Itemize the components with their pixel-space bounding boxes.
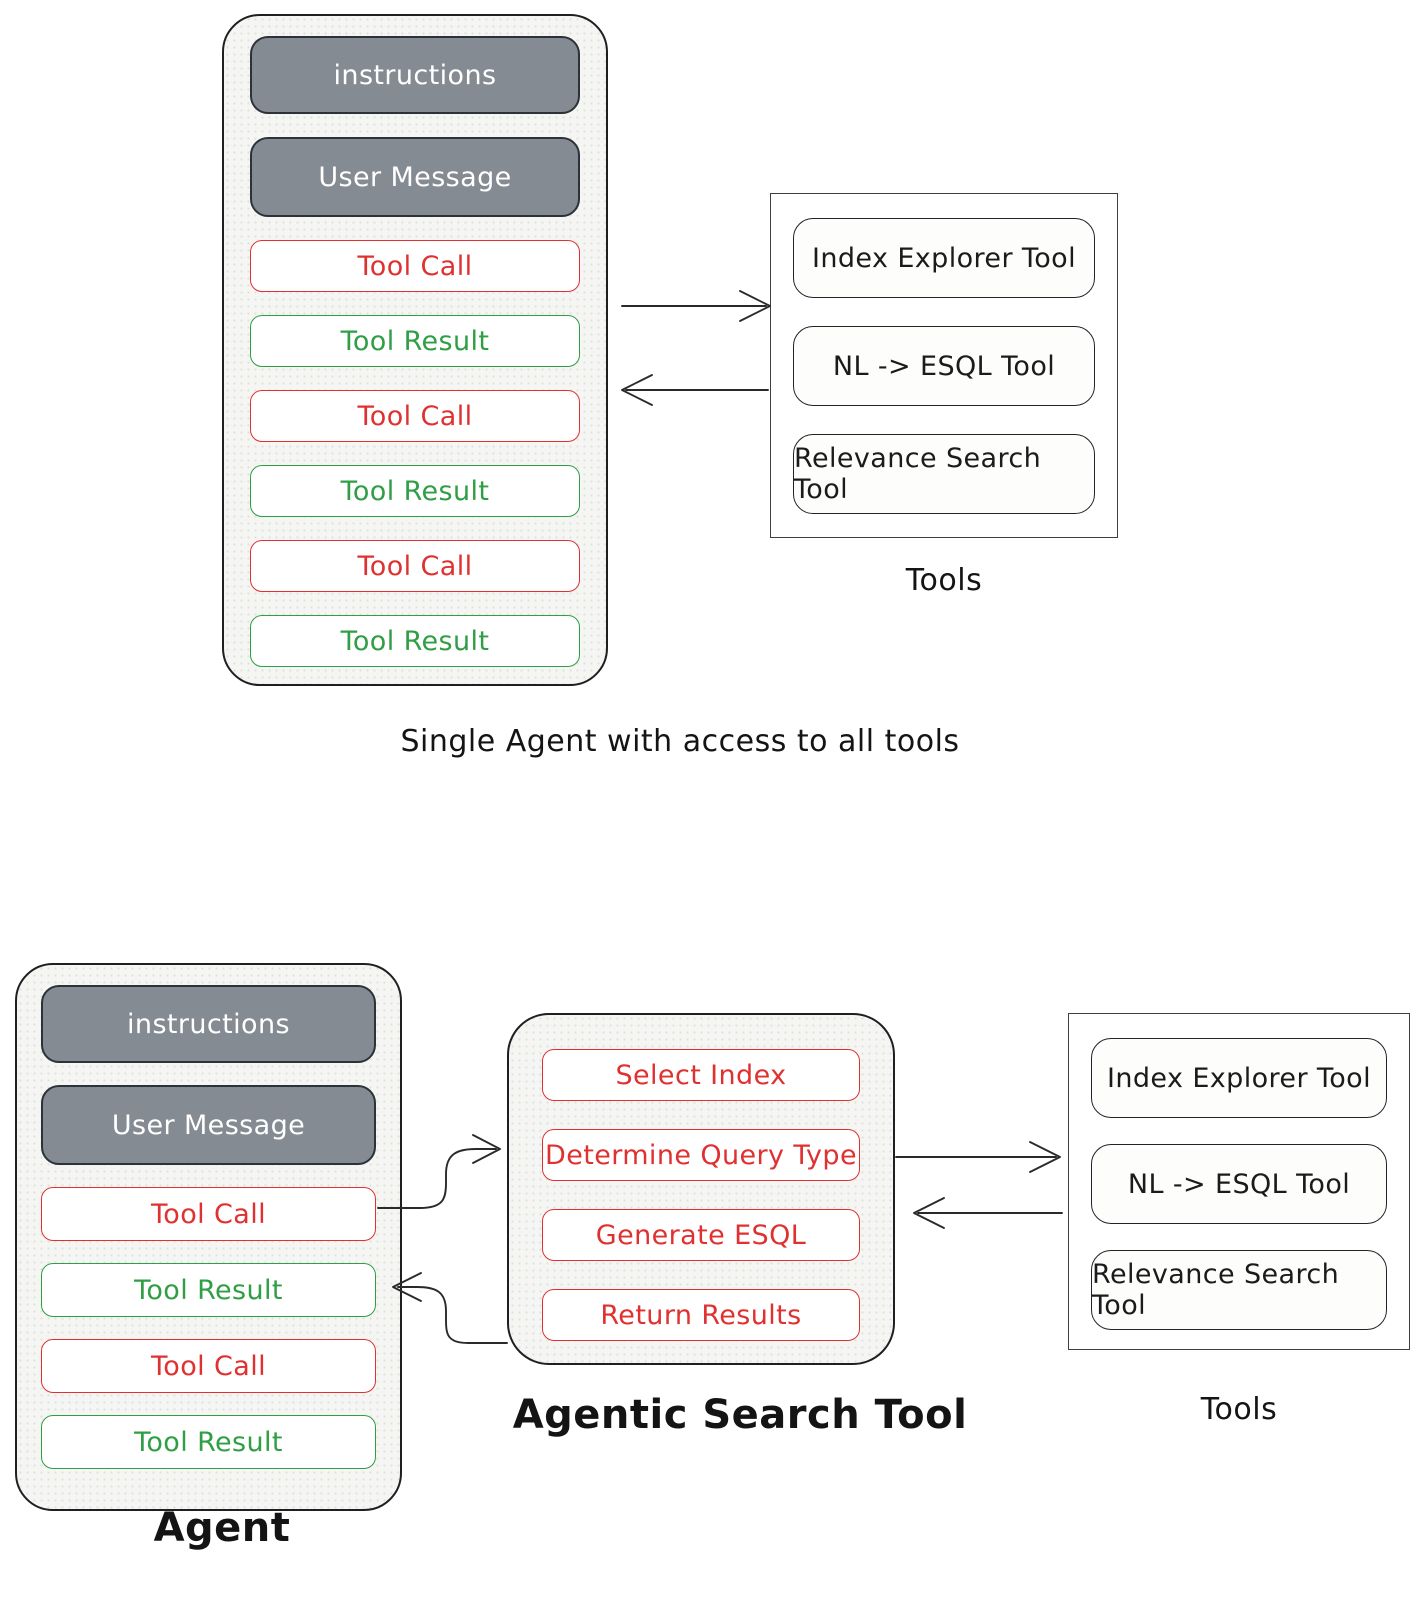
tool-result-box: Tool Result — [41, 1263, 376, 1317]
tool-call-box: Tool Call — [250, 390, 580, 442]
user-message-box: User Message — [41, 1085, 376, 1165]
tool-call-box: Tool Call — [41, 1187, 376, 1241]
agent-container: instructions User Message Tool Call Tool… — [15, 963, 402, 1511]
arrow-agentic-to-agent — [392, 1272, 508, 1344]
step-select-index: Select Index — [542, 1049, 860, 1101]
step-generate-esql: Generate ESQL — [542, 1209, 860, 1261]
arrow-tools-to-agentic — [913, 1197, 1063, 1229]
tool-call-box: Tool Call — [250, 240, 580, 292]
tool-item-relevance-search: Relevance Search Tool — [1091, 1250, 1387, 1330]
single-agent-container: instructions User Message Tool Call Tool… — [222, 14, 608, 686]
tool-result-box: Tool Result — [41, 1415, 376, 1469]
caption-agent: Agent — [153, 1505, 291, 1551]
arrow-agent-to-tools — [621, 290, 771, 322]
caption-single-agent: Single Agent with access to all tools — [400, 724, 960, 759]
caption-tools: Tools — [905, 563, 983, 598]
tool-result-box: Tool Result — [250, 315, 580, 367]
tool-item-index-explorer: Index Explorer Tool — [1091, 1038, 1387, 1118]
agentic-search-container: Select Index Determine Query Type Genera… — [507, 1013, 895, 1365]
tool-item-index-explorer: Index Explorer Tool — [793, 218, 1095, 298]
tool-item-nl-esql: NL -> ESQL Tool — [793, 326, 1095, 406]
tool-item-relevance-search: Relevance Search Tool — [793, 434, 1095, 514]
arrow-agentic-to-tools — [895, 1141, 1061, 1173]
tools-panel: Index Explorer Tool NL -> ESQL Tool Rele… — [770, 193, 1118, 538]
caption-agentic-search-tool: Agentic Search Tool — [512, 1392, 968, 1438]
tool-result-box: Tool Result — [250, 615, 580, 667]
caption-tools: Tools — [1200, 1392, 1278, 1427]
tool-call-box: Tool Call — [41, 1339, 376, 1393]
arrow-tools-to-agent — [621, 374, 769, 406]
tool-result-box: Tool Result — [250, 465, 580, 517]
instructions-box: instructions — [41, 985, 376, 1063]
tool-item-nl-esql: NL -> ESQL Tool — [1091, 1144, 1387, 1224]
step-return-results: Return Results — [542, 1289, 860, 1341]
user-message-box: User Message — [250, 137, 580, 217]
step-determine-query-type: Determine Query Type — [542, 1129, 860, 1181]
tool-call-box: Tool Call — [250, 540, 580, 592]
instructions-box: instructions — [250, 36, 580, 114]
tools-panel: Index Explorer Tool NL -> ESQL Tool Rele… — [1068, 1013, 1410, 1350]
